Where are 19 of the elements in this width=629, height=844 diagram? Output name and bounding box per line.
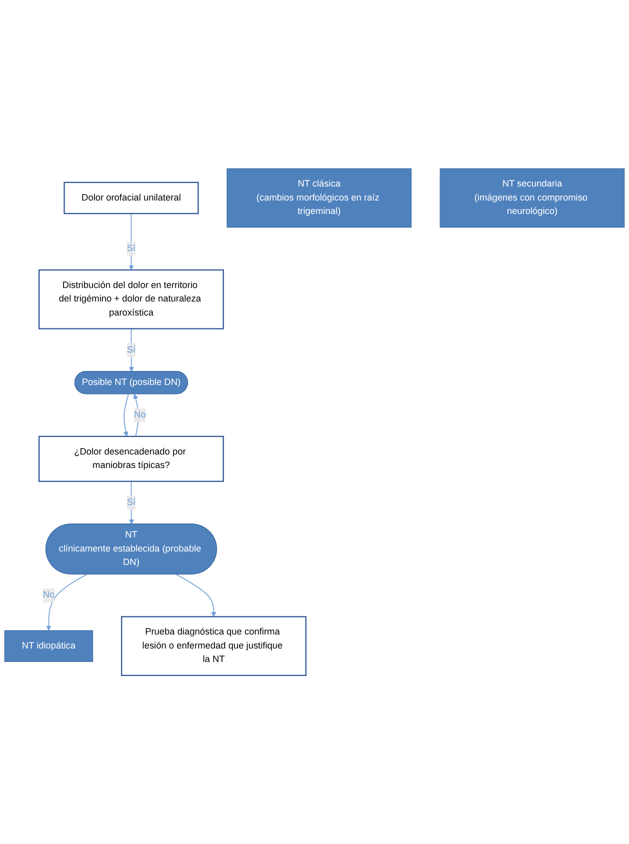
node-box: Distribución del dolor en territorio del trigémino + dolor de naturaleza paroxística: [38, 269, 224, 330]
node-box: Dolor orofacial unilateral: [64, 182, 199, 214]
node-box: NT clásica (cambios morfológicos en raíz trigeminal): [226, 168, 412, 228]
edge-label: No: [134, 410, 146, 420]
node-box: NT idiopática: [4, 630, 94, 662]
edge-label: Sí: [126, 344, 136, 355]
edge-label: No: [42, 590, 55, 600]
node-box: Prueba diagnóstica que confirma lesión o enfermedad que justifique la NT: [121, 616, 306, 676]
node-box: NT secundaria (imágenes con compromiso neurológico): [440, 168, 625, 228]
arrow: [128, 328, 134, 372]
node-box: ¿Dolor desencadenado por maniobras típicas?: [38, 436, 224, 482]
arrow: [176, 574, 216, 617]
arrow: [128, 480, 134, 524]
arrow: [123, 394, 129, 437]
edge-label: Sí: [126, 497, 136, 508]
edge-label: Sí: [126, 243, 136, 254]
arrow: [46, 574, 88, 631]
arrow: [128, 213, 134, 270]
arrow: [133, 394, 139, 437]
